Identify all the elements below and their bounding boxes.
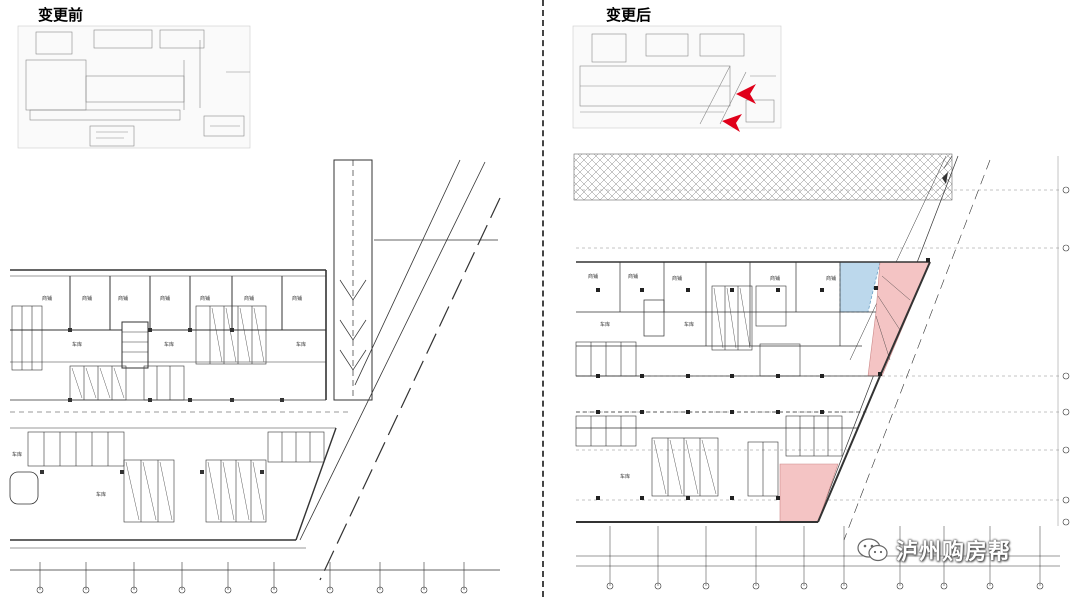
room-label: 商铺 (160, 295, 170, 302)
room-label: 商铺 (628, 273, 638, 280)
change-arrows (722, 84, 756, 132)
room-label: 车库 (164, 341, 174, 348)
room-label: 车库 (96, 491, 106, 498)
watermark-text: 泸州购房帮 (896, 540, 1012, 565)
room-label: 车库 (296, 341, 306, 348)
plan-before (9, 159, 501, 594)
room-label: 车库 (600, 321, 610, 328)
plan-after (573, 153, 1070, 590)
room-label: 车库 (620, 473, 630, 480)
wechat-icon (857, 538, 888, 562)
room-label: 商铺 (672, 275, 682, 282)
label-after: 变更后 (606, 6, 652, 24)
thumbnail-after (572, 25, 782, 129)
watermark: 泸州购房帮 (856, 532, 1056, 568)
room-label: 车库 (12, 451, 22, 458)
highlight-red-area-upper (867, 261, 931, 377)
room-label: 商铺 (292, 295, 302, 302)
room-label: 商铺 (588, 273, 598, 280)
room-label: 车库 (72, 341, 82, 348)
room-label: 商铺 (82, 295, 92, 302)
room-label: 商铺 (826, 275, 836, 282)
thumbnail-before (17, 25, 251, 149)
room-label: 商铺 (200, 295, 210, 302)
room-labels-before: 商铺 商铺 商铺 商铺 商铺 商铺 商铺 车库 车库 车库 车库 车库 (12, 295, 306, 498)
room-label: 商铺 (244, 295, 254, 302)
room-label: 车库 (684, 321, 694, 328)
room-labels-after: 商铺 商铺 商铺 商铺 商铺 车库 车库 车库 (588, 273, 836, 480)
panel-divider (542, 0, 544, 597)
room-label: 商铺 (42, 295, 52, 302)
room-label: 商铺 (770, 275, 780, 282)
label-before: 变更前 (38, 6, 84, 24)
room-label: 商铺 (118, 295, 128, 302)
